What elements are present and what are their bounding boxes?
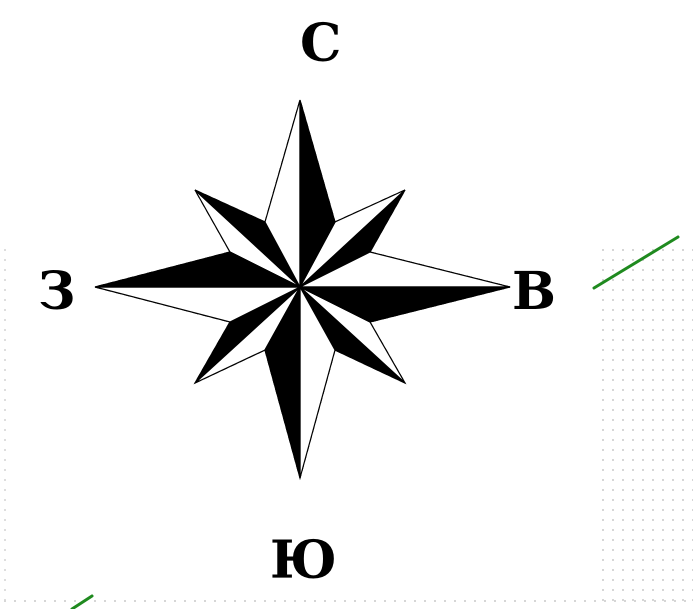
green-stroke-bottom (72, 596, 92, 609)
green-stroke-top (594, 237, 678, 288)
east-label: В (512, 266, 556, 318)
west-label: З (38, 266, 76, 318)
north-label: С (300, 18, 341, 70)
south-label: Ю (270, 535, 337, 587)
